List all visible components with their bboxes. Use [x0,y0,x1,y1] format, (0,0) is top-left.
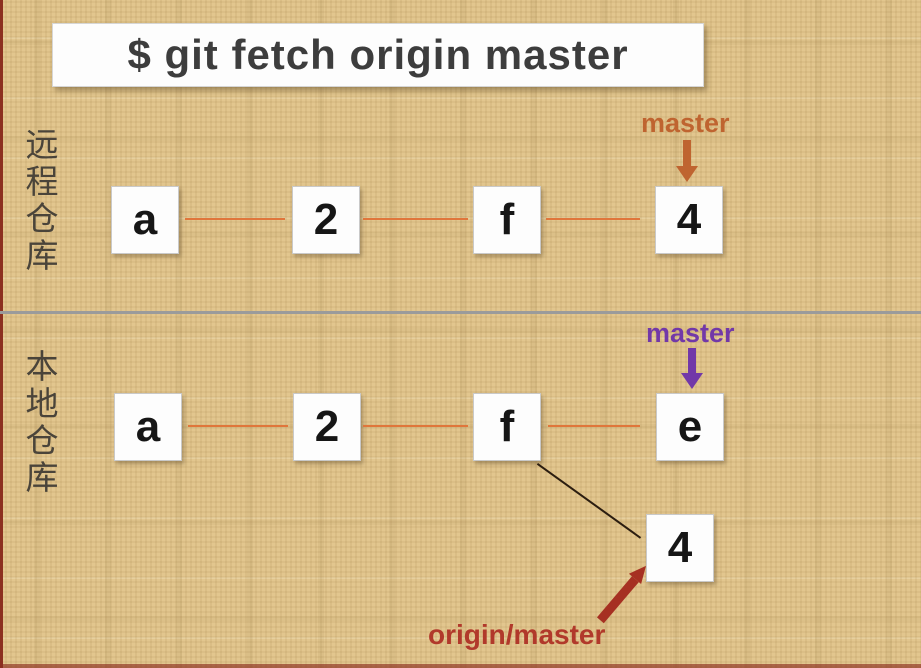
origin-master-label: origin/master [428,619,606,650]
remote-connector-1 [185,218,285,220]
fetched-branch-line [536,463,642,539]
remote-master-arrowhead-icon [676,166,698,182]
remote-commit-node-2: 2 [292,186,360,254]
fetched-commit-node-4: 4 [646,514,714,582]
local-connector-2 [363,425,468,427]
remote-commit-node-f: f [473,186,541,254]
local-master-label: master [646,318,735,348]
local-repo-label: 本地仓库 [21,349,58,497]
remote-connector-2 [363,218,468,220]
origin-master-arrow-icon [594,560,653,625]
local-connector-3 [548,425,640,427]
remote-commit-node-4: 4 [655,186,723,254]
local-master-arrow-icon [688,348,696,374]
local-connector-1 [188,425,288,427]
section-divider-line [0,311,921,314]
remote-commit-node-a: a [111,186,179,254]
local-commit-node-2: 2 [293,393,361,461]
local-commit-node-f: f [473,393,541,461]
remote-repo-label: 远程仓库 [21,127,58,275]
local-master-arrowhead-icon [681,373,703,389]
left-edge-stripe [0,0,3,668]
remote-master-arrow-icon [683,140,691,167]
command-title-box: $ git fetch origin master [52,23,704,87]
bottom-edge-stripe [0,664,921,668]
remote-connector-3 [546,218,640,220]
local-commit-node-a: a [114,393,182,461]
origin-master-arrow-shaft [596,575,639,623]
remote-master-label: master [641,108,730,138]
command-text: $ git fetch origin master [127,31,629,78]
local-commit-node-e: e [656,393,724,461]
